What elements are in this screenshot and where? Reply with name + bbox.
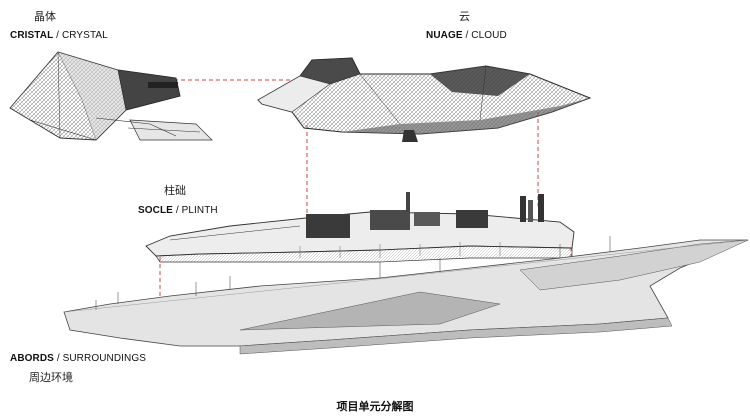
- plinth-label: SOCLE / PLINTH: [138, 205, 218, 216]
- plinth-label-en: PLINTH: [181, 205, 218, 216]
- surroundings-label-fr: ABORDS: [10, 353, 54, 364]
- crystal-label: CRISTAL / CRYSTAL: [10, 30, 108, 41]
- crystal-label-en: CRYSTAL: [61, 30, 108, 41]
- surroundings-ground: [63, 236, 749, 355]
- plinth-volume: [145, 192, 575, 263]
- cloud-label-cn: 云: [459, 10, 470, 23]
- plinth-label-cn: 柱础: [164, 184, 186, 197]
- figure-caption: 项目单元分解图: [336, 400, 414, 413]
- cloud-label-en: CLOUD: [471, 30, 507, 41]
- plinth-label-sep: /: [172, 205, 182, 216]
- crystal-volume: [9, 51, 213, 141]
- cloud-volume: [257, 57, 592, 142]
- cloud-label: NUAGE / CLOUD: [426, 30, 507, 41]
- surroundings-label-sep: /: [53, 353, 63, 364]
- cloud-label-sep: /: [462, 30, 472, 41]
- crystal-label-sep: /: [53, 30, 62, 41]
- crystal-label-fr: CRISTAL: [10, 30, 54, 41]
- surroundings-label: ABORDS / SURROUNDINGS: [10, 353, 146, 364]
- plinth-label-fr: SOCLE: [138, 205, 173, 216]
- crystal-label-cn: 晶体: [34, 10, 56, 23]
- surroundings-label-en: SURROUNDINGS: [62, 353, 147, 364]
- surroundings-label-cn: 周边环境: [29, 371, 73, 384]
- cloud-label-fr: NUAGE: [426, 30, 463, 41]
